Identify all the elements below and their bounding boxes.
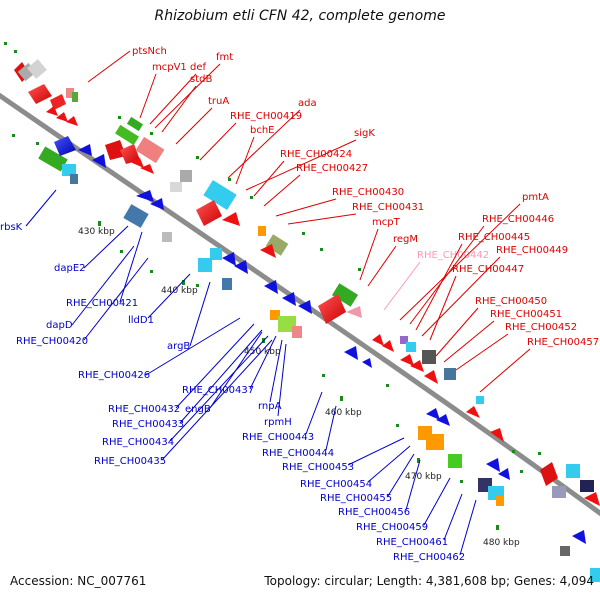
gene-label-stdB[interactable]: stdB: [190, 74, 212, 85]
gene-label-rhe-ch00421[interactable]: RHE_CH00421: [66, 298, 138, 309]
gene-label-rhe-ch00437[interactable]: RHE_CH00437: [182, 385, 254, 396]
gene-label-rhe-ch00432[interactable]: RHE_CH00432: [108, 404, 180, 415]
genome-backbone: [0, 92, 600, 517]
strand-dot-marks: [4, 42, 541, 483]
gene-label-pmtA[interactable]: pmtA: [522, 192, 549, 203]
gene-label-rhe-ch00424[interactable]: RHE_CH00424: [280, 149, 352, 160]
scale-label-430: 430 kbp: [78, 227, 115, 237]
gene-label-rhe-ch00419[interactable]: RHE_CH00419: [230, 111, 302, 122]
gene-label-rhe-ch00455[interactable]: RHE_CH00455: [320, 493, 392, 504]
gene-label-fmt[interactable]: fmt: [216, 52, 233, 63]
gene-label-rhe-ch00456[interactable]: RHE_CH00456: [338, 507, 410, 518]
gene-label-dapE2[interactable]: dapE2: [54, 263, 86, 274]
gene-label-rhe-ch00434[interactable]: RHE_CH00434: [102, 437, 174, 448]
gene-label-rhe-ch00454[interactable]: RHE_CH00454: [300, 479, 372, 490]
gene-label-rhe-ch00420[interactable]: RHE_CH00420: [16, 336, 88, 347]
scale-label-450: 450 kbp: [244, 347, 281, 357]
gene-label-rhe-ch00449[interactable]: RHE_CH00449: [496, 245, 568, 256]
topology-label: Topology: circular; Length: 4,381,608 bp…: [264, 574, 594, 588]
gene-label-rhe-ch00443[interactable]: RHE_CH00443: [242, 432, 314, 443]
gene-label-rhe-ch00442[interactable]: RHE_CH00442: [417, 250, 489, 261]
gene-label-rbsK[interactable]: rbsK: [0, 222, 23, 233]
gene-label-rhe-ch00451[interactable]: RHE_CH00451: [490, 309, 562, 320]
gene-label-rhe-ch00459[interactable]: RHE_CH00459: [356, 522, 428, 533]
gene-label-dapD[interactable]: dapD: [46, 320, 73, 331]
gene-label-mcpT[interactable]: mcpT: [372, 217, 401, 228]
gene-label-argB[interactable]: argB: [167, 341, 190, 352]
gene-label-rhe-ch00427[interactable]: RHE_CH00427: [296, 163, 368, 174]
gene-label-bchE[interactable]: bchE: [250, 125, 275, 136]
gene-label-rhe-ch00430[interactable]: RHE_CH00430: [332, 187, 404, 198]
gene-label-rnpA[interactable]: rnpA: [258, 401, 282, 412]
kbp-tick-marks: [98, 221, 499, 530]
forward-strand-genes: [14, 59, 600, 506]
gene-label-engB[interactable]: engB: [185, 404, 211, 415]
gene-label-sigK[interactable]: sigK: [354, 128, 375, 139]
gene-label-rhe-ch00433[interactable]: RHE_CH00433: [112, 419, 184, 430]
gene-label-rhe-ch00450[interactable]: RHE_CH00450: [475, 296, 547, 307]
gene-label-rpmH[interactable]: rpmH: [264, 417, 292, 428]
gene-label-rhe-ch00462[interactable]: RHE_CH00462: [393, 552, 465, 563]
gene-label-rhe-ch00446[interactable]: RHE_CH00446: [482, 214, 554, 225]
gene-label-rhe-ch00445[interactable]: RHE_CH00445: [458, 232, 530, 243]
gene-label-mcpV1[interactable]: mcpV1: [152, 62, 187, 73]
scale-label-480: 480 kbp: [483, 538, 520, 548]
gene-label-rhe-ch00457[interactable]: RHE_CH00457: [527, 337, 599, 348]
gene-label-ada[interactable]: ada: [298, 98, 317, 109]
gene-label-rhe-ch00435[interactable]: RHE_CH00435: [94, 456, 166, 467]
forward-leader-lines: [87, 50, 531, 393]
gene-label-rhe-ch00444[interactable]: RHE_CH00444: [262, 448, 334, 459]
reverse-leader-lines: [25, 189, 477, 556]
scale-label-460: 460 kbp: [325, 408, 362, 418]
gene-label-ptsNch[interactable]: ptsNch: [132, 46, 167, 57]
accession-label: Accession: NC_007761: [10, 574, 147, 588]
gene-label-rhe-ch00431[interactable]: RHE_CH00431: [352, 202, 424, 213]
gene-label-rhe-ch00453[interactable]: RHE_CH00453: [282, 462, 354, 473]
gene-label-def[interactable]: def: [190, 62, 207, 73]
gene-label-rhe-ch00426[interactable]: RHE_CH00426: [78, 370, 150, 381]
gene-label-truA[interactable]: truA: [208, 96, 229, 107]
scale-label-470: 470 kbp: [405, 472, 442, 482]
map-title: Rhizobium etli CFN 42, complete genome: [154, 8, 446, 24]
scale-label-440: 440 kbp: [161, 286, 198, 296]
reverse-strand-genes: [38, 136, 600, 582]
gene-label-rhe-ch00461[interactable]: RHE_CH00461: [376, 537, 448, 548]
gene-label-regM[interactable]: regM: [393, 234, 418, 245]
gene-label-rhe-ch00452[interactable]: RHE_CH00452: [505, 322, 577, 333]
gene-label-lldD1[interactable]: lldD1: [128, 315, 154, 326]
